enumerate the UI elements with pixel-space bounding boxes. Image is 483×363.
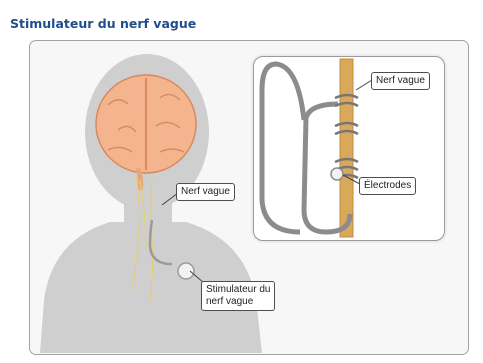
label-electrodes: Électrodes	[359, 177, 416, 195]
label-nerf-vague: Nerf vague	[176, 183, 235, 201]
label-nerf-vague-inset: Nerf vague	[371, 72, 430, 90]
nerve-strand	[340, 59, 353, 237]
label-stimulateur-line2: nerf vague	[206, 296, 270, 308]
label-stimulateur-line1: Stimulateur du	[206, 284, 270, 296]
label-stimulateur: Stimulateur du nerf vague	[201, 281, 275, 311]
electrode-contact	[331, 168, 343, 180]
